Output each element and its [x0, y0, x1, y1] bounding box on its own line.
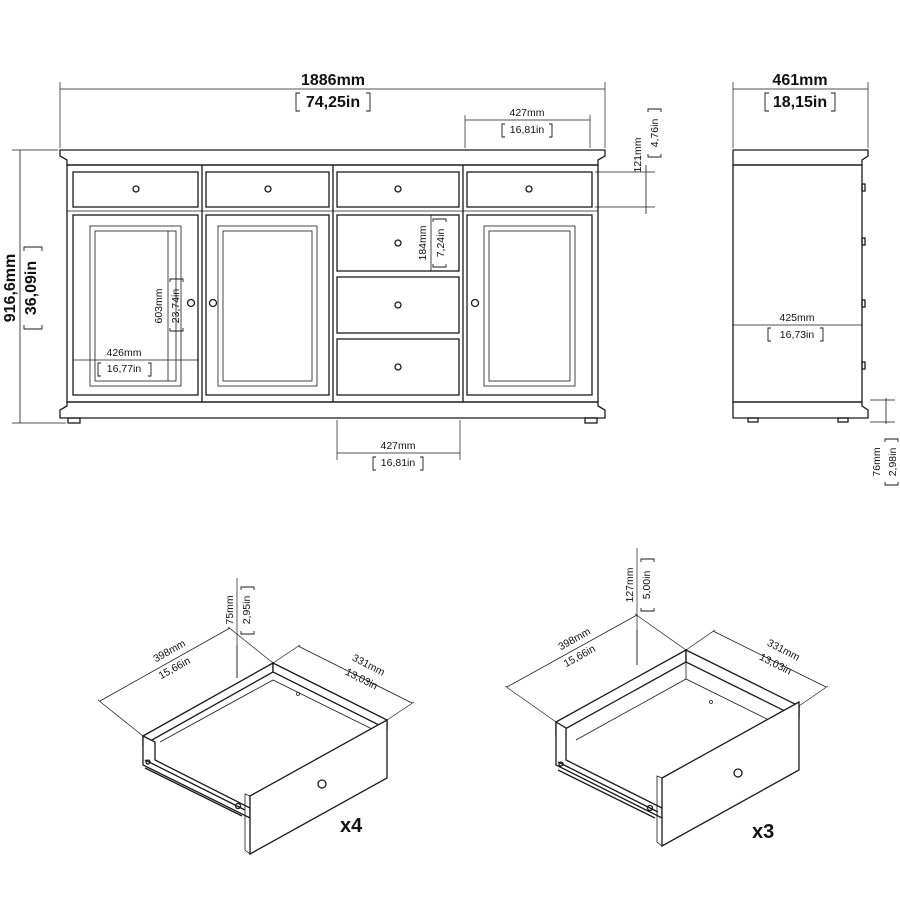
drawer-width-top-in: 16,81in [510, 124, 545, 136]
top-drawer-height-mm: 121mm [632, 137, 644, 172]
drawer-width-bottom-in: 16,81in [381, 457, 416, 469]
large-drawer-quantity: x3 [752, 821, 774, 843]
small-drawer-quantity: x4 [340, 815, 363, 837]
middle-drawer [336, 276, 460, 334]
door-opening-height-mm: 603mm [153, 288, 165, 323]
drawer-knob [394, 185, 402, 193]
side-depth-in: 18,15in [773, 94, 827, 111]
drawer-front [661, 700, 800, 848]
knob-side [861, 361, 866, 370]
drawer-width-bottom-mm: 427mm [380, 440, 415, 452]
front-view: 1886mm 74,25in 427mm 16,81in 121mm 4,76i… [2, 72, 662, 471]
knob-side [861, 183, 866, 192]
small-drawer-height-mm: 184mm [417, 225, 429, 260]
middle-drawer [336, 338, 460, 396]
drawer-knob [394, 301, 402, 309]
small-drawer-height-in: 7,24in [435, 229, 447, 258]
drawer-knob [394, 363, 402, 371]
top-drawer [205, 171, 330, 208]
door-knob [470, 298, 480, 308]
side-depth-mm: 461mm [772, 72, 827, 89]
right-door [466, 214, 593, 396]
top-drawer [466, 171, 593, 208]
side-inner-depth-mm: 425mm [779, 312, 814, 324]
foot [584, 417, 598, 424]
door-opening-width-mm: 426mm [106, 347, 141, 359]
side-base [732, 401, 869, 419]
drawer-knob [132, 185, 140, 193]
small-drawer-height-mm: 75mm [224, 595, 236, 624]
drawer-knob [394, 239, 402, 247]
foot [67, 417, 81, 424]
knob-side [861, 237, 866, 246]
top-drawer [72, 171, 199, 208]
large-drawer-height-in: 5,00in [641, 571, 653, 600]
large-drawer-height-mm: 127mm [624, 567, 636, 602]
middle-drawer [336, 214, 460, 272]
top-drawer-height-in: 4,76in [649, 119, 661, 148]
overall-height-in: 36,09in [23, 261, 40, 315]
drawer-knob [525, 185, 533, 193]
drawer-knob [264, 185, 272, 193]
drawer-knob [317, 779, 327, 789]
drawer-knob [733, 768, 743, 778]
door-opening-width-in: 16,77in [107, 363, 142, 375]
side-body [732, 164, 863, 403]
leg-height-in: 2,98in [887, 448, 899, 477]
cabinet-top [59, 149, 606, 166]
overall-width-in: 74,25in [306, 94, 360, 111]
cabinet-base [59, 401, 606, 419]
overall-height-mm: 916,6mm [2, 254, 19, 323]
left-door [72, 214, 199, 396]
side-view: 461mm 18,15in 425mm 16,73in 76mm 2,98in [732, 72, 899, 486]
knob-side [861, 299, 866, 308]
small-drawer-height-in: 2,95in [241, 596, 253, 625]
center-left-door [205, 214, 330, 396]
drawer-width-top-mm: 427mm [509, 107, 544, 119]
overall-width-mm: 1886mm [301, 72, 365, 89]
side-inner-depth-in: 16,73in [780, 329, 815, 341]
door-knob [186, 298, 196, 308]
door-knob [208, 298, 218, 308]
door-opening-height-in: 23,74in [170, 289, 182, 324]
side-top [732, 149, 869, 166]
drawer-large-isometric: 127mm 5,00in 398mm 15,66in 331mm 13,03in… [504, 548, 829, 848]
leg-height-mm: 76mm [871, 447, 883, 476]
drawer-small-isometric: 75mm 2,95in 398mm 15,66in 331mm 13,03in … [97, 578, 415, 856]
top-drawer [336, 171, 460, 208]
